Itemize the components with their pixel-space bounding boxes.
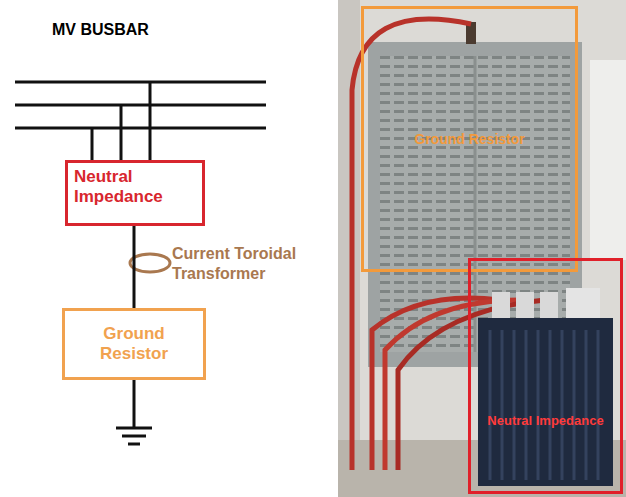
node-label: Ground Resistor (71, 324, 197, 365)
ground-symbol (116, 380, 152, 444)
wall (338, 0, 626, 497)
window (590, 60, 626, 260)
bushing (540, 292, 558, 318)
transformer-tank (478, 318, 613, 486)
toroid-label: Current Toroidal Transformer (172, 244, 322, 284)
busbar (15, 82, 266, 160)
terminal-box (566, 288, 600, 318)
bushing (516, 292, 534, 318)
bushing (492, 292, 510, 318)
wire-connector (133, 226, 136, 308)
photo-resistor-frame: Ground Resistor (361, 6, 578, 272)
node-label: Ground Resistor (368, 131, 571, 148)
cabinet-divider (474, 56, 477, 352)
node-label: Neutral Impedance (74, 167, 196, 208)
node-label: Neutral Impedance (475, 413, 616, 429)
transformer-fins (490, 330, 598, 480)
resistor-box: Ground Resistor (62, 308, 206, 380)
impedance-box: Neutral Impedance (65, 160, 205, 226)
busbar-label: MV BUSBAR (52, 20, 192, 40)
toroid-symbol (130, 254, 170, 272)
photo-impedance-frame: Neutral Impedance (468, 258, 623, 494)
